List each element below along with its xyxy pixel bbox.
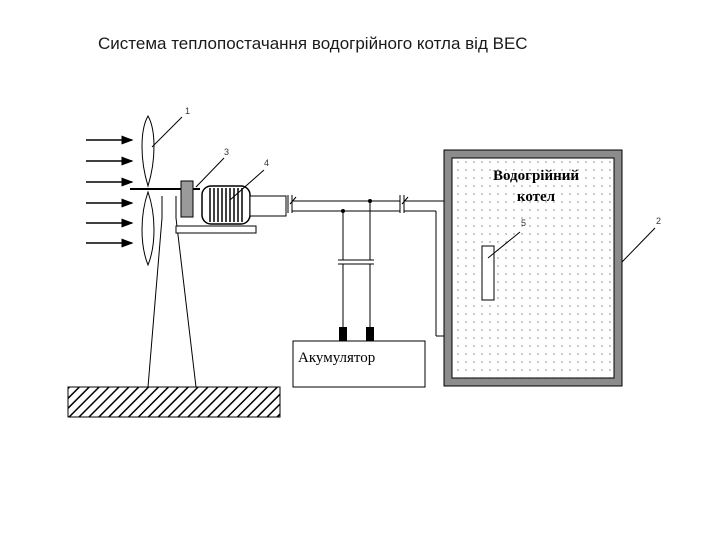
junction-dot: [368, 199, 372, 203]
battery-terminal: [339, 327, 347, 341]
label-5: 5: [521, 218, 526, 228]
label-3: 3: [224, 147, 229, 157]
label-4: 4: [264, 158, 269, 168]
boiler-interior: [451, 157, 615, 379]
generator: [201, 185, 287, 225]
gearbox: [180, 180, 194, 218]
battery-terminal: [366, 327, 374, 341]
boiler-label-line1: Водогрійний: [493, 168, 579, 184]
junction-dot: [341, 209, 345, 213]
rotor-blades: [141, 114, 155, 267]
lower-blade: [141, 190, 155, 267]
accumulator-box: [292, 340, 426, 388]
nacelle-platform: [175, 225, 257, 234]
wind-arrows: [86, 135, 134, 248]
label-2: 2: [656, 216, 661, 226]
ground-base: [67, 386, 281, 418]
upper-blade: [141, 114, 155, 188]
diagram-title: Система теплопостачання водогрійного кот…: [98, 34, 528, 53]
leader-lines: [151, 116, 656, 263]
accumulator-label: Акумулятор: [298, 350, 375, 366]
heating-element: [481, 245, 495, 301]
tower: [147, 196, 197, 388]
boiler-label-line2: котел: [517, 189, 556, 205]
label-1: 1: [185, 106, 190, 116]
